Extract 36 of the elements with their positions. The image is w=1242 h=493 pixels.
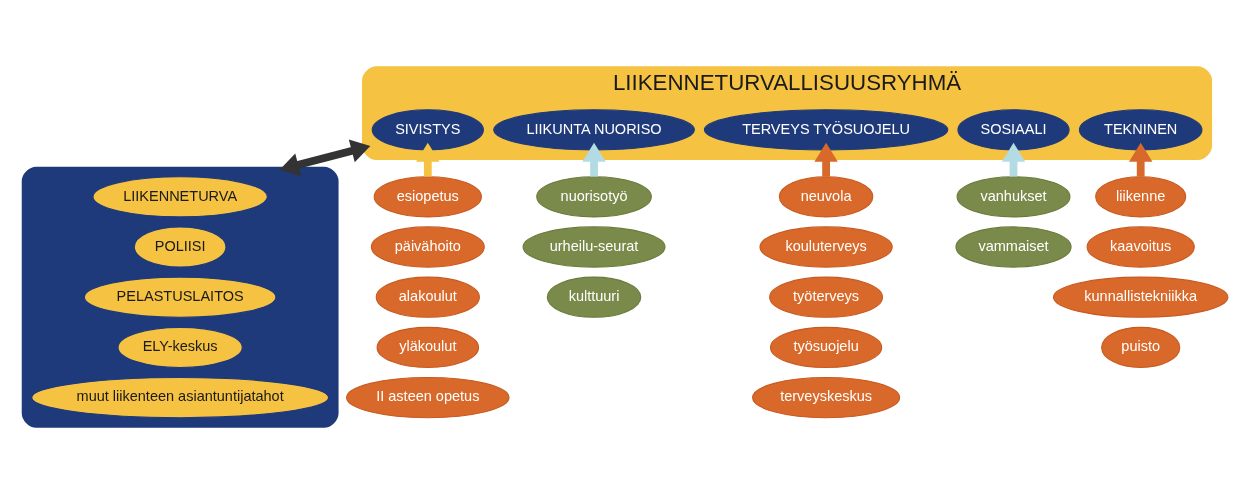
cluster [21, 166, 339, 428]
node-ellipse: päivähoito [370, 225, 485, 268]
node-ellipse: urheilu-seurat [522, 225, 666, 268]
node-ellipse: neuvola [778, 175, 874, 217]
arrow [416, 142, 440, 177]
node-ellipse: muut liikenteen asiantuntijatahot [31, 376, 330, 418]
node-ellipse: TEKNINEN [1078, 108, 1203, 150]
node-ellipse: kunnallistekniikka [1052, 276, 1229, 318]
node-ellipse: kouluterveys [759, 225, 893, 268]
arrow [1001, 142, 1026, 177]
node-ellipse: POLIISI [133, 225, 227, 268]
node-ellipse: liikenne [1095, 175, 1187, 217]
node-ellipse: SOSIAALI [957, 108, 1070, 150]
node-ellipse: yläkoulut [376, 326, 480, 368]
node-ellipse: vammaiset [955, 225, 1072, 268]
node-ellipse: SIVISTYS [371, 108, 484, 150]
arrow [1128, 142, 1153, 177]
node-ellipse: alakoulut [375, 276, 480, 318]
node-ellipse: nuorisotyö [536, 175, 652, 217]
node-ellipse: ELY-keskus [117, 326, 243, 368]
node-ellipse: puisto [1101, 326, 1181, 368]
node-ellipse: LIIKENNETURVA [92, 175, 268, 217]
node-ellipse: TERVEYS TYÖSUOJELU [703, 108, 949, 150]
arrow [582, 142, 606, 177]
node-ellipse: työsuojelu [769, 326, 883, 368]
arrow [279, 138, 371, 176]
arrow [814, 142, 838, 177]
node-ellipse: vanhukset [956, 175, 1071, 217]
node-ellipse: II asteen opetus [346, 376, 510, 418]
node-ellipse: LIIKUNTA NUORISO [493, 108, 695, 150]
node-ellipse: kulttuuri [546, 276, 642, 318]
node-ellipse: PELASTUSLAITOS [83, 276, 277, 318]
node-ellipse: kaavoitus [1086, 225, 1195, 268]
node-ellipse: terveyskeskus [752, 376, 901, 418]
node-ellipse: työterveys [769, 276, 884, 318]
node-ellipse: esiopetus [373, 175, 482, 217]
